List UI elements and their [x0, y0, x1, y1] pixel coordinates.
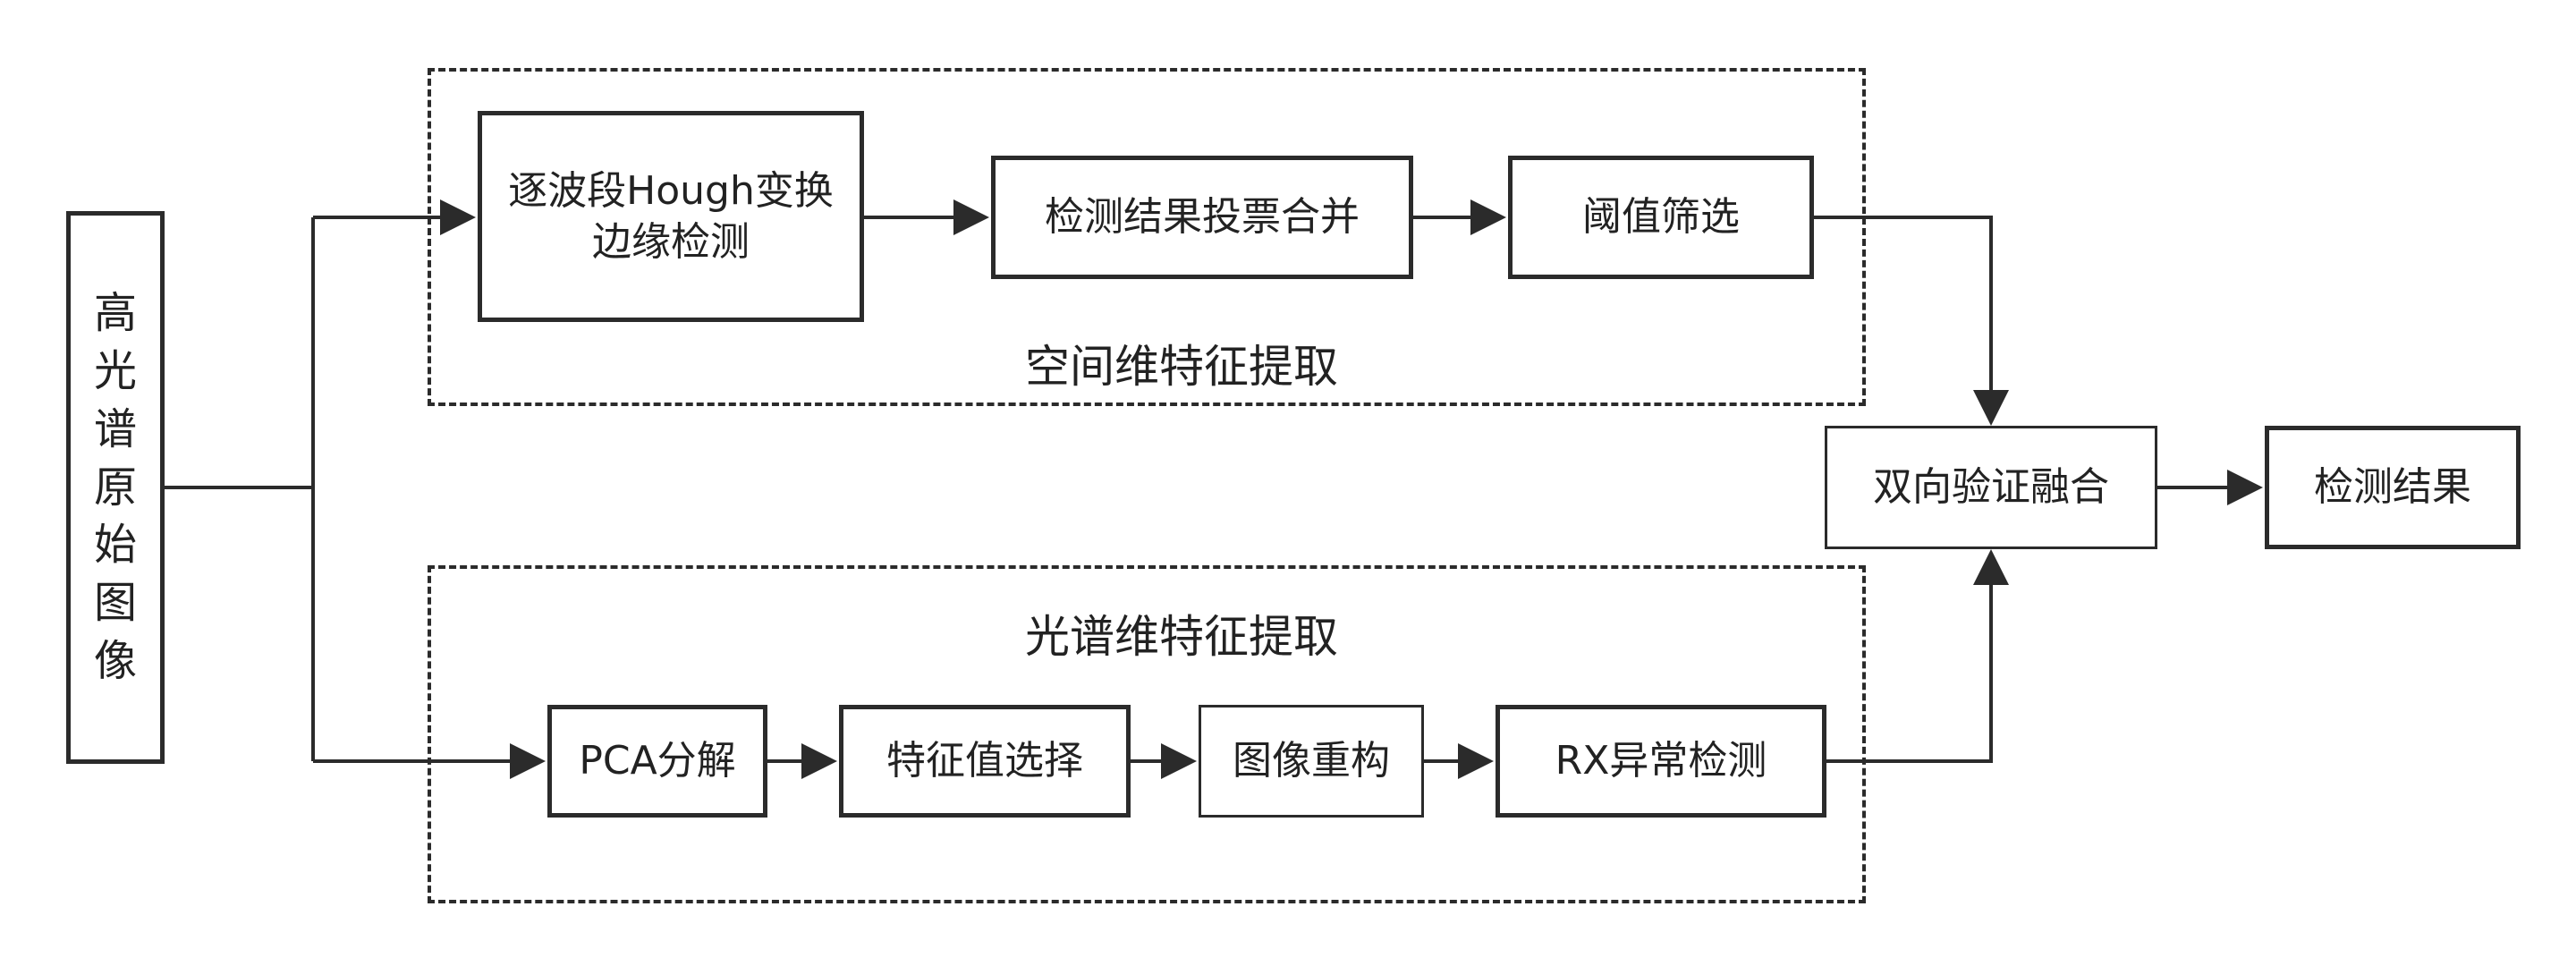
threshold-node-label: 阈值筛选	[1582, 194, 1740, 241]
source-char: 谱	[93, 403, 137, 454]
spatial-group-label: 空间维特征提取	[1025, 341, 1338, 393]
fusion-node-label: 双向验证融合	[1873, 464, 2109, 511]
connector-threshold-to-fusion	[1812, 216, 2009, 426]
vote-node-label: 检测结果投票合并	[1045, 194, 1360, 241]
result-node-label: 检测结果	[2314, 464, 2471, 511]
result-node: 检测结果	[2265, 426, 2521, 549]
rx-node-label: RX异常检测	[1555, 738, 1767, 784]
hough-node-line2: 边缘检测	[592, 219, 750, 265]
rx-anomaly-node: RX异常检测	[1496, 705, 1826, 818]
source-char: 像	[93, 635, 137, 686]
eigen-selection-node: 特征值选择	[839, 705, 1131, 818]
recon-node-label: 图像重构	[1233, 738, 1390, 784]
source-char: 图	[93, 578, 137, 629]
source-node-hyperspectral-image: 高 光 谱 原 始 图 像	[66, 211, 165, 764]
eigen-node-label: 特征值选择	[886, 738, 1083, 784]
image-reconstruction-node: 图像重构	[1199, 705, 1424, 818]
hough-node-line1: 逐波段Hough变换	[508, 167, 834, 214]
hough-edge-detection-node: 逐波段Hough变换 边缘检测	[478, 111, 864, 322]
fusion-node: 双向验证融合	[1825, 426, 2157, 549]
source-char: 始	[93, 520, 137, 571]
spectral-group-frame	[428, 565, 1866, 903]
pca-node: PCA分解	[547, 705, 767, 818]
spectral-group-label: 光谱维特征提取	[1025, 611, 1338, 663]
connector-rx-to-fusion	[1825, 549, 2009, 763]
pca-node-label: PCA分解	[579, 738, 736, 784]
source-char: 光	[93, 346, 137, 396]
threshold-filter-node: 阈值筛选	[1508, 156, 1814, 279]
source-char: 高	[93, 288, 137, 339]
spatial-group-frame	[428, 68, 1866, 406]
vote-merge-node: 检测结果投票合并	[991, 156, 1413, 279]
source-char: 原	[93, 462, 137, 513]
